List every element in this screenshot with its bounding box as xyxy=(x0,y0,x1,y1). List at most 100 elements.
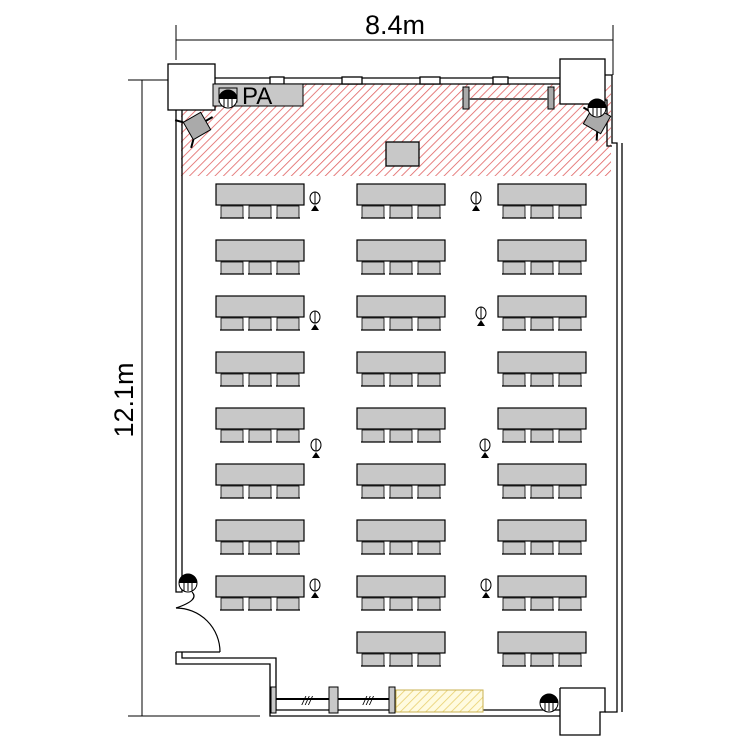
chair xyxy=(276,485,300,499)
height-dimension xyxy=(128,79,260,717)
chair xyxy=(530,373,554,387)
chair xyxy=(389,429,413,443)
chair xyxy=(361,373,385,387)
table-group xyxy=(497,631,587,667)
chair xyxy=(389,541,413,555)
chair xyxy=(220,485,244,499)
table xyxy=(215,575,305,598)
chair xyxy=(276,205,300,219)
table xyxy=(356,631,446,654)
table xyxy=(497,295,587,318)
table xyxy=(497,519,587,542)
chair xyxy=(220,373,244,387)
mic-stand-icon xyxy=(480,578,492,598)
chair xyxy=(389,653,413,667)
entrance-door xyxy=(175,591,221,653)
table-group xyxy=(356,295,446,331)
chair xyxy=(361,317,385,331)
table-group xyxy=(497,351,587,387)
chair xyxy=(276,429,300,443)
partition: /// /// xyxy=(270,686,396,714)
camera-left xyxy=(174,111,214,149)
chair xyxy=(276,373,300,387)
chair xyxy=(558,541,582,555)
chair xyxy=(417,261,441,275)
table xyxy=(356,183,446,206)
chair xyxy=(502,261,526,275)
chair xyxy=(248,373,272,387)
chair xyxy=(558,485,582,499)
chair xyxy=(417,205,441,219)
chair xyxy=(558,653,582,667)
chair xyxy=(417,317,441,331)
chair xyxy=(248,597,272,611)
chair xyxy=(558,317,582,331)
chair xyxy=(530,485,554,499)
width-dimension xyxy=(175,25,614,75)
table xyxy=(215,463,305,486)
chair xyxy=(361,429,385,443)
chair xyxy=(220,261,244,275)
chair xyxy=(530,597,554,611)
chair xyxy=(530,317,554,331)
mic-stand-icon xyxy=(479,438,491,458)
chair xyxy=(417,541,441,555)
chair xyxy=(248,317,272,331)
chair xyxy=(502,205,526,219)
chair xyxy=(220,429,244,443)
chair xyxy=(361,597,385,611)
table-group xyxy=(497,183,587,219)
table xyxy=(497,575,587,598)
chair xyxy=(558,429,582,443)
chair xyxy=(389,485,413,499)
chair xyxy=(248,429,272,443)
chair xyxy=(417,653,441,667)
table xyxy=(356,295,446,318)
table xyxy=(215,519,305,542)
chair xyxy=(389,373,413,387)
seating-area xyxy=(215,183,587,667)
mic-stand-icon xyxy=(309,191,321,211)
chair xyxy=(361,485,385,499)
table xyxy=(497,407,587,430)
table-group xyxy=(215,575,305,611)
speaker-icon xyxy=(587,98,607,118)
table-group xyxy=(497,295,587,331)
table-group xyxy=(356,351,446,387)
mic-stand-icon xyxy=(309,578,321,598)
table xyxy=(356,463,446,486)
table xyxy=(215,239,305,262)
chair xyxy=(502,373,526,387)
mic-stand-icon xyxy=(309,310,321,330)
table-group xyxy=(356,183,446,219)
table xyxy=(215,407,305,430)
table-group xyxy=(215,463,305,499)
table-group xyxy=(497,407,587,443)
table xyxy=(215,295,305,318)
chair xyxy=(248,485,272,499)
chair xyxy=(417,485,441,499)
table xyxy=(497,351,587,374)
table-group xyxy=(356,407,446,443)
table xyxy=(356,351,446,374)
chair xyxy=(220,317,244,331)
chair xyxy=(558,205,582,219)
table-group xyxy=(356,519,446,555)
chair xyxy=(558,261,582,275)
chair xyxy=(530,653,554,667)
pa-label: PA xyxy=(242,83,272,110)
table xyxy=(356,407,446,430)
chair xyxy=(530,261,554,275)
chair xyxy=(502,429,526,443)
chair xyxy=(276,317,300,331)
chair xyxy=(276,261,300,275)
chair xyxy=(276,541,300,555)
table-group xyxy=(215,407,305,443)
chair xyxy=(276,597,300,611)
table xyxy=(356,519,446,542)
mic-stand-icon xyxy=(310,438,322,458)
chair xyxy=(220,205,244,219)
table-group xyxy=(356,239,446,275)
